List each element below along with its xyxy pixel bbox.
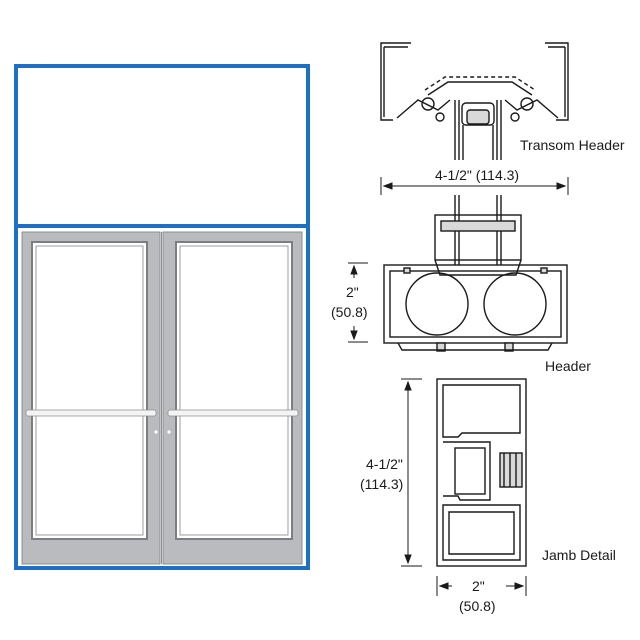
- header-height-dimension: [348, 262, 368, 343]
- door-elevation: [14, 64, 310, 570]
- header-height-mm-label: (50.8): [331, 304, 368, 320]
- jamb-depth-dimension: [401, 378, 422, 567]
- jamb-width-in-label: 2": [472, 578, 485, 594]
- jamb-depth-mm-label: (114.3): [360, 476, 403, 492]
- transom-width-dimension: [380, 177, 569, 195]
- header-label: Header: [545, 358, 591, 374]
- transom-frame: [14, 64, 310, 228]
- header-height-in-label: 2": [346, 284, 359, 300]
- left-push-bar: [25, 409, 157, 417]
- transom-width-label: 4-1/2" (114.3): [435, 167, 519, 183]
- right-lock-dot: [167, 430, 171, 434]
- jamb-detail-label: Jamb Detail: [542, 547, 616, 563]
- transom-header-label: Transom Header: [520, 137, 625, 153]
- header-section: [383, 195, 568, 352]
- jamb-detail-section: [436, 378, 527, 567]
- left-door: [21, 231, 161, 565]
- right-push-bar: [167, 409, 299, 417]
- left-lock-dot: [154, 430, 158, 434]
- jamb-depth-in-label: 4-1/2": [366, 456, 403, 472]
- right-door: [162, 231, 303, 565]
- right-door-glass: [175, 241, 293, 540]
- jamb-width-dimension: [436, 576, 527, 596]
- left-door-glass: [31, 241, 148, 540]
- transom-header-section: [380, 42, 569, 160]
- jamb-width-mm-label: (50.8): [459, 598, 496, 614]
